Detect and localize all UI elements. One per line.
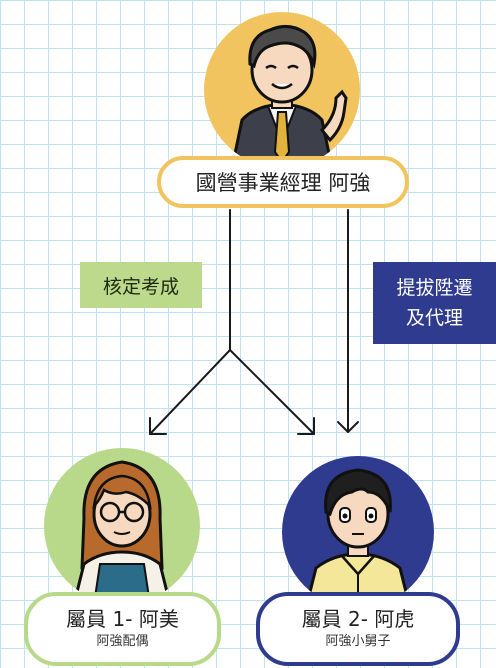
promote-tag-line2: 及代理 [405,307,463,329]
manager-label-text: 國營事業經理 阿強 [195,171,371,195]
promote-tag-line1: 提拔陞遷 [396,277,473,299]
arrowhead-staff1 [149,417,167,435]
promote-tag: 提拔陞遷 及代理 [373,262,496,344]
arrow-to-staff1 [149,349,231,435]
manager-label: 國營事業經理 阿強 [157,156,409,208]
woman-with-glasses-icon [72,460,172,604]
businessman-icon [230,25,348,168]
manager-avatar [204,12,360,168]
staff2-note: 阿強小舅子 [325,634,391,649]
arrowhead-staff2-a [297,417,315,435]
staff1-label: 屬員 1- 阿美 阿強配偶 [24,592,221,666]
staff1-avatar [44,448,200,604]
young-man-icon [304,468,412,608]
staff2-label: 屬員 2- 阿虎 阿強小舅子 [256,592,460,666]
assess-tag: 核定考成 [80,262,202,308]
staff1-name: 屬員 1- 阿美 [66,607,179,631]
staff2-name: 屬員 2- 阿虎 [301,607,415,631]
staff1-note: 阿強配偶 [96,634,149,649]
arrowhead-staff2-b [337,421,359,433]
staff2-avatar [282,456,434,608]
arrow-to-staff2-from-assess [229,349,315,435]
assess-tag-text: 核定考成 [102,275,179,298]
